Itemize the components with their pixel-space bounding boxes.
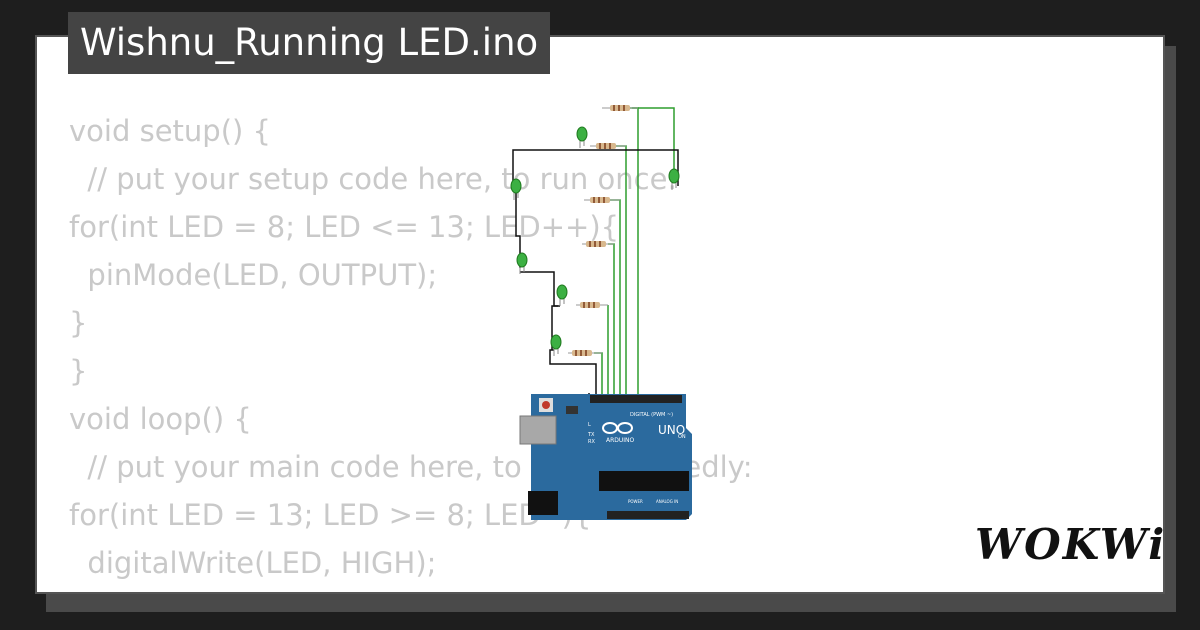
digital-header-label: DIGITAL (PWM ~): [630, 412, 673, 418]
preview-card: void setup() { // put your setup code he…: [35, 35, 1165, 594]
signal-wires: [594, 107, 675, 398]
code-line: void setup() {: [69, 114, 271, 148]
code-line: pinMode(LED, OUTPUT);: [69, 258, 438, 292]
microcontroller-chip: [599, 471, 689, 491]
code-line: for(int LED = 8; LED <= 13; LED++){: [69, 210, 620, 244]
code-line: }: [69, 354, 88, 388]
code-line: void loop() {: [69, 402, 252, 436]
rx-label: RX: [588, 439, 595, 445]
code-line: }: [69, 306, 88, 340]
code-line: digitalWrite(LED, HIGH);: [69, 546, 437, 580]
digital-header: [590, 395, 682, 403]
analog-header-label: ANALOG IN: [656, 499, 678, 504]
leds: [510, 126, 680, 356]
wokwi-logo: WOKWi: [975, 520, 1167, 569]
power-analog-header: [607, 511, 689, 519]
resistors: [568, 105, 638, 356]
board-name: UNO: [658, 423, 685, 437]
on-label: ON: [678, 434, 686, 440]
arduino-board: UNO ARDUINO DIGITAL (PWM ~) POWER ANALOG…: [519, 394, 692, 520]
reset-button-icon: [542, 401, 550, 409]
board-brand: ARDUINO: [606, 437, 635, 444]
project-title: Wishnu_Running LED.ino: [68, 12, 551, 74]
code-line: for(int LED = 13; LED >= 8; LED--){: [69, 498, 592, 532]
l-label: L: [588, 422, 591, 428]
power-header-label: POWER: [628, 499, 643, 504]
tx-label: TX: [587, 432, 595, 438]
ground-wires: [512, 149, 679, 398]
circuit-diagram: UNO ARDUINO DIGITAL (PWM ~) POWER ANALOG…: [510, 105, 692, 520]
power-jack-icon: [528, 491, 558, 515]
usb-port-icon: [519, 415, 557, 445]
